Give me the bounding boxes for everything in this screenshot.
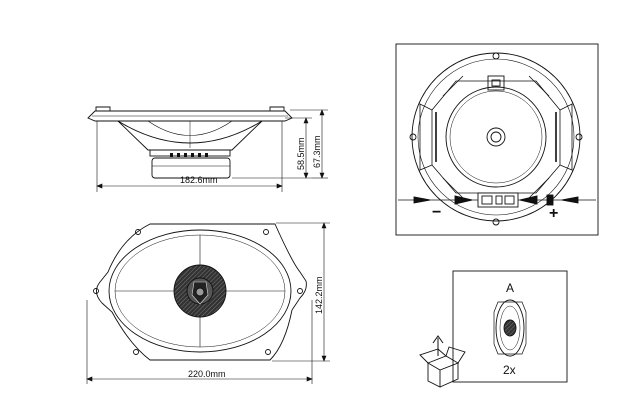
front-width-label: 220.0mm xyxy=(188,369,226,379)
minus-terminal-label: − xyxy=(432,204,441,221)
side-height-label: 67.3mm xyxy=(312,135,322,168)
rear-magnet xyxy=(446,87,546,187)
front-height-label: 142.2mm xyxy=(314,276,324,314)
mount-hole-top-left xyxy=(136,230,141,235)
mount-hole-bottom-right xyxy=(266,350,271,355)
side-width-label: 182.6mm xyxy=(180,175,218,185)
terminal-connector xyxy=(478,193,518,207)
package-letter-label: A xyxy=(506,281,514,295)
package-view xyxy=(420,271,567,387)
side-depth-label: 58.5mm xyxy=(296,137,306,170)
mount-hole-top-right xyxy=(264,230,269,235)
plus-terminal-label: + xyxy=(549,205,558,222)
mount-hole-bottom-left xyxy=(134,350,139,355)
mount-hole-right xyxy=(298,289,303,294)
front-view xyxy=(87,223,330,384)
package-quantity-label: 2x xyxy=(503,363,516,377)
wiring-view xyxy=(396,44,598,235)
box-icon xyxy=(420,336,465,387)
rear-basket-spokes xyxy=(432,81,560,193)
